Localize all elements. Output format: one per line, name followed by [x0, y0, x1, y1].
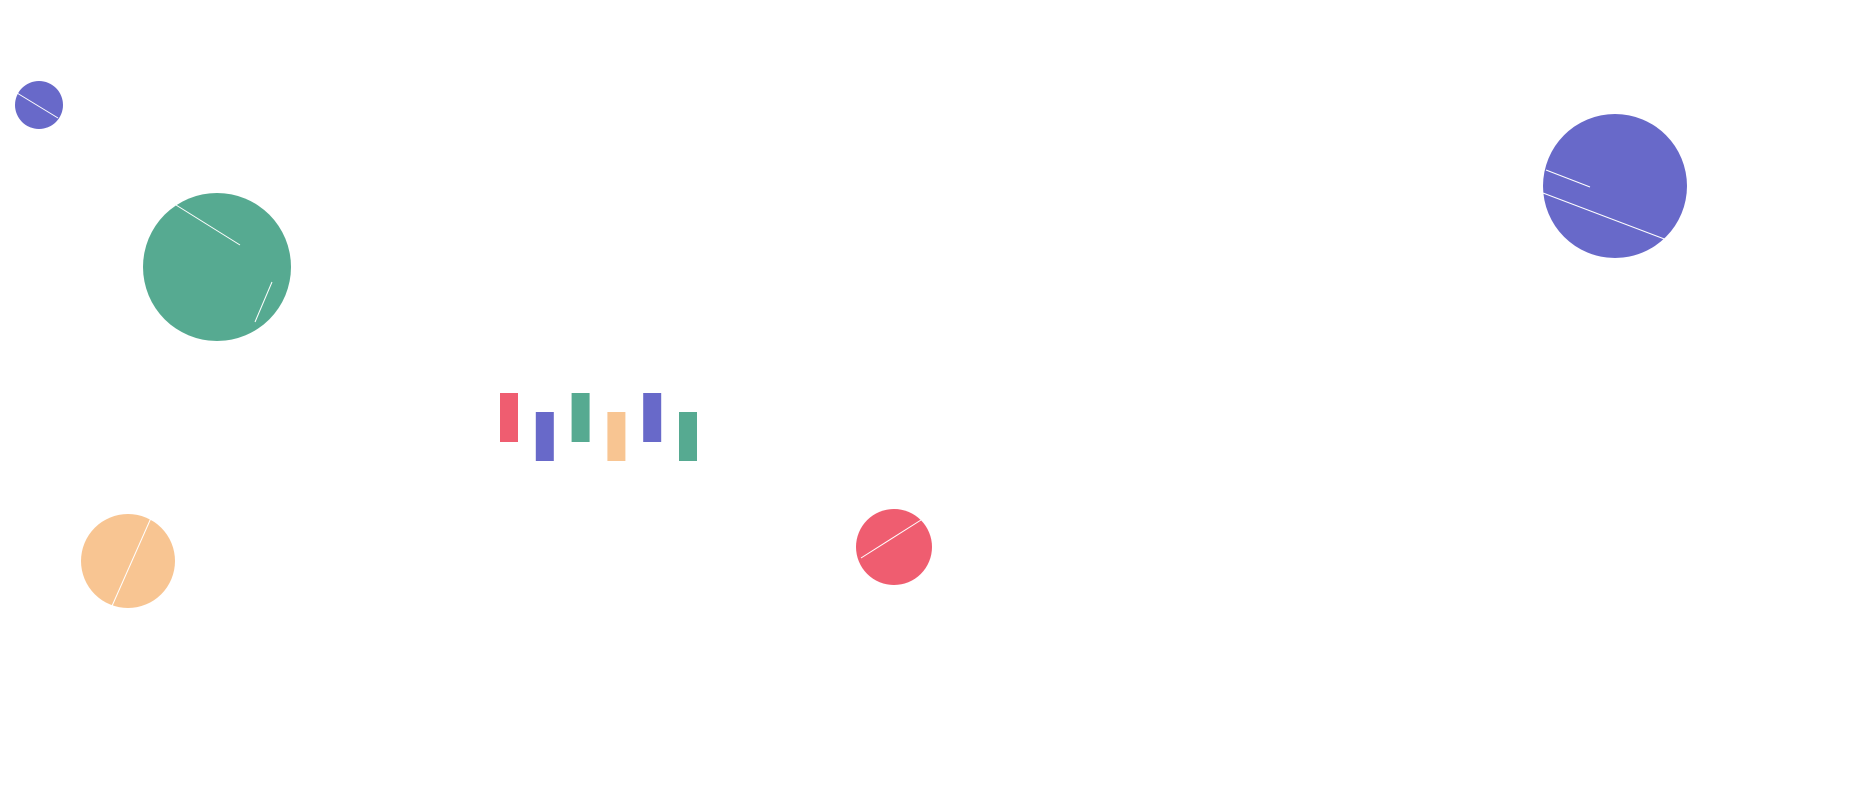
- loading-bar: [643, 393, 662, 442]
- loading-bar: [571, 393, 590, 442]
- decorative-circle-blue-large: [1542, 114, 1687, 258]
- loading-bar: [607, 412, 626, 461]
- loading-indicator: [500, 393, 697, 461]
- decorative-circle-peach: [81, 514, 175, 608]
- loading-bar: [679, 412, 697, 461]
- decorative-circle-blue-small: [15, 81, 63, 129]
- decorative-circle-green: [143, 193, 291, 341]
- loading-bar: [500, 393, 518, 442]
- loading-bar: [535, 412, 554, 461]
- decorative-circle-red: [856, 509, 932, 585]
